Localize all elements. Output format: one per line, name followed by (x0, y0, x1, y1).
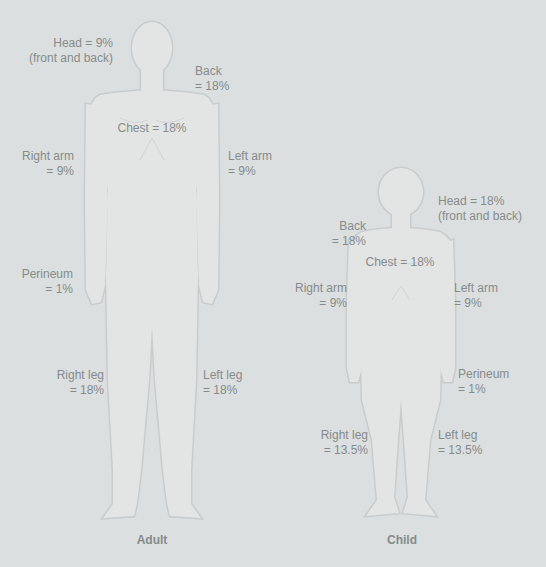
region-label: Right arm = 9% (19, 149, 74, 179)
region-label: Left arm = 9% (454, 281, 501, 311)
adult-body (85, 22, 219, 518)
adult-outline (85, 22, 219, 518)
region-label: Back = 18% (195, 64, 232, 94)
region-label: Head = 9% (front and back) (26, 36, 113, 66)
figure-caption: Child (386, 533, 418, 548)
region-label: Left leg = 13.5% (438, 428, 485, 458)
region-label: Left leg = 18% (203, 368, 245, 398)
body-details (120, 118, 417, 300)
region-label: Right leg = 13.5% (318, 428, 368, 458)
region-label: Chest = 18% (116, 121, 188, 136)
region-label: Left arm = 9% (228, 149, 275, 179)
region-label: Back = 18% (329, 219, 366, 249)
region-label: Perineum = 1% (458, 367, 512, 397)
region-label: Perineum = 1% (19, 267, 73, 297)
figure-caption: Adult (136, 533, 169, 548)
region-label: Right arm = 9% (292, 281, 347, 311)
region-label: Chest = 18% (364, 255, 436, 270)
region-label: Head = 18% (front and back) (438, 194, 525, 224)
region-label: Right leg = 18% (54, 368, 104, 398)
